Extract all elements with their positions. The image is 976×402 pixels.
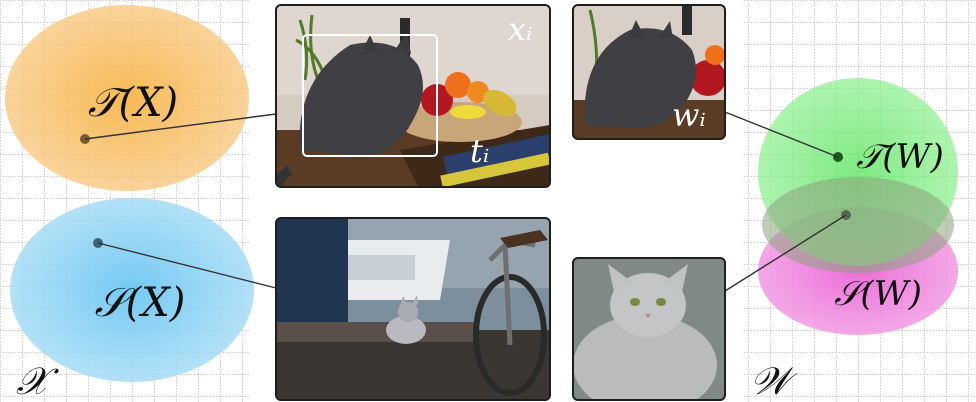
right-space-panel: 𝒯(W) 𝒮(W) 𝒲	[742, 0, 976, 402]
connector-s-x	[97, 242, 277, 289]
s-w-label: 𝒮(W)	[834, 274, 922, 314]
photo-cat-fruit-bowl: xᵢ tᵢ	[275, 4, 551, 188]
photo-cat-dock-bicycle	[275, 217, 551, 401]
left-space-panel: 𝒯(X) 𝒮(X) 𝒳	[0, 0, 254, 402]
label-w-i: wᵢ	[672, 96, 706, 134]
s-x-label: 𝒮(X)	[95, 280, 186, 326]
photo-cat-crop: wᵢ	[572, 4, 726, 140]
overlap-region	[762, 177, 954, 273]
label-t-i: tᵢ	[470, 132, 489, 170]
s-x-region	[10, 198, 254, 382]
connector-t-x	[84, 113, 277, 140]
target-box	[302, 34, 438, 157]
photo-grey-cat	[572, 257, 726, 401]
t-x-region	[5, 5, 249, 191]
connector-s-w	[724, 214, 847, 292]
label-x-i: xᵢ	[508, 10, 532, 48]
t-w-label: 𝒯(W)	[856, 137, 944, 177]
t-x-label: 𝒯(X)	[88, 80, 178, 126]
connector-lines	[84, 111, 847, 292]
connector-t-w	[724, 111, 839, 158]
